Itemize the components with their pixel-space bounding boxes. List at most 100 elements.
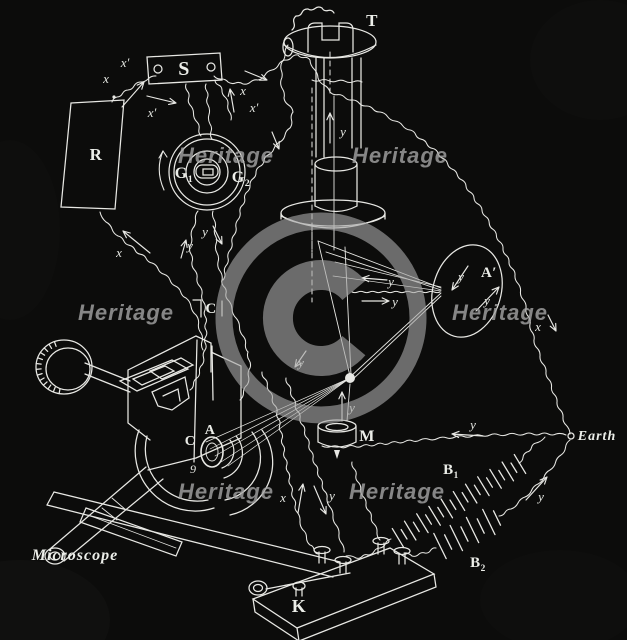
watermark-heritage: Heritage: [178, 479, 274, 504]
objective-lens: [200, 436, 224, 468]
mirror-node: [345, 373, 355, 383]
label-mercury-cup: M: [359, 428, 375, 445]
lens-disc-a-prime: [431, 244, 503, 338]
wavy-wire: [222, 44, 294, 281]
knurl-tick: [52, 386, 56, 393]
direction-arrow: [451, 265, 469, 291]
knurl-tick: [35, 362, 42, 365]
galvanometer: [158, 133, 246, 211]
direction-arrow: [271, 131, 280, 150]
direction-arrow: [227, 88, 235, 113]
label-tuning-fork: T: [366, 11, 378, 30]
wavy-wire: [214, 79, 232, 121]
label-earth: Earth: [577, 429, 616, 444]
copyright-watermark-icon: [215, 212, 427, 424]
label-w-y-11: y: [536, 489, 544, 504]
binding-post: [393, 546, 411, 565]
label-carrier-c: C: [185, 434, 196, 449]
label-w-x-2: x: [239, 83, 246, 98]
wavy-wire: [351, 290, 441, 294]
label-lens-a: A: [205, 423, 216, 438]
direction-arrow: [313, 485, 327, 515]
wavy-wire: [351, 461, 381, 541]
direction-arrow: [475, 286, 500, 312]
direction-arrow: [525, 476, 548, 501]
knurl-tick: [53, 340, 57, 347]
battery-b2: [433, 508, 502, 560]
label-part-9: 9: [190, 462, 196, 476]
direction-arrow: [212, 225, 223, 245]
knurl-tick: [37, 357, 44, 361]
label-w-x-5: x: [279, 490, 286, 505]
direction-arrow: [297, 483, 306, 514]
knurl-tick: [47, 384, 52, 390]
knurl-tick: [39, 377, 45, 382]
watermark-heritage: Heritage: [178, 143, 274, 168]
label-w-y-1: y: [338, 124, 346, 139]
wavy-wire: [188, 210, 208, 351]
wavy-wire: [189, 349, 206, 391]
label-w-xp-3: x′: [249, 100, 259, 115]
mercury-cup: [317, 419, 357, 459]
wavy-wire: [204, 83, 213, 140]
label-lens-a-prime: A′: [481, 265, 497, 281]
label-shunt-box: S: [178, 58, 190, 80]
box-s: [146, 52, 223, 85]
wavy-wire: [345, 538, 392, 559]
knurl-tick: [36, 372, 43, 376]
label-w-y-10: y: [468, 417, 476, 432]
direction-arrow: [146, 95, 177, 105]
watermark-heritage: Heritage: [349, 479, 445, 504]
direction-arrow: [326, 112, 334, 144]
microscope-assembly: [35, 335, 341, 578]
knurl-tick: [35, 368, 42, 371]
label-w-y-6: y: [456, 269, 464, 284]
battery-layer: [391, 453, 527, 560]
wavy-wire: [311, 78, 363, 84]
label-w-y-5: y: [390, 294, 398, 309]
knurl-ticks: [35, 340, 61, 395]
direction-arrow: [361, 297, 390, 305]
knurl-tick: [39, 351, 46, 356]
wavy-wire: [321, 432, 567, 449]
wavy-wire: [498, 439, 571, 517]
direction-arrow: [122, 230, 151, 254]
direction-arrow: [180, 239, 188, 259]
label-microscope: Microscope: [31, 547, 118, 564]
direction-arrow: [121, 81, 145, 108]
knurl-tick: [42, 381, 48, 386]
direction-arrow: [244, 70, 268, 81]
knurl-tick: [43, 347, 49, 353]
label-w-x-1: x: [102, 71, 109, 86]
watermark-heritage: Heritage: [452, 300, 548, 325]
label-w-x-4: x: [534, 319, 541, 334]
label-w-xp-2: x′: [147, 105, 157, 120]
telegraph-key: [248, 536, 437, 640]
label-resistance: R: [90, 145, 103, 164]
direction-arrow: [547, 314, 557, 332]
label-contact-c: C: [205, 301, 216, 317]
label-key: K: [292, 596, 307, 616]
wavy-wire: [99, 211, 204, 351]
earth-node: [567, 432, 575, 440]
wavy-wire: [518, 436, 546, 464]
watermark-heritage: Heritage: [352, 143, 448, 168]
label-w-y-4: y: [386, 274, 394, 289]
watermark-heritage: Heritage: [78, 300, 174, 325]
wavy-wire: [403, 547, 437, 557]
binding-posts: [313, 536, 411, 574]
label-w-y-3: y: [200, 224, 208, 239]
direction-arrow: [451, 430, 484, 439]
label-w-x-3: x: [115, 245, 122, 260]
label-w-y-12: y: [327, 488, 335, 503]
binding-post: [334, 555, 352, 574]
label-w-y-2: y: [185, 238, 193, 253]
sketch-cloud: [291, 6, 335, 31]
label-w-xp-1: x′: [120, 55, 130, 70]
wavy-wire: [185, 83, 202, 137]
